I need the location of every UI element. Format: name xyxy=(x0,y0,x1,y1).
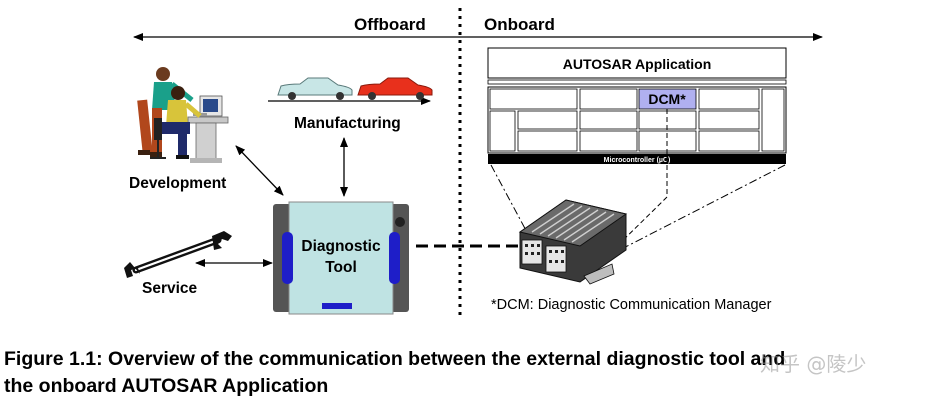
development-label: Development xyxy=(129,175,226,192)
manufacturing-label: Manufacturing xyxy=(294,115,401,132)
caption-line-1: Figure 1.1: Overview of the communicatio… xyxy=(4,348,786,370)
service-label: Service xyxy=(142,280,198,297)
projection-line-left xyxy=(490,164,530,237)
ecu-device-icon xyxy=(518,199,628,285)
dcm-ecu-link-diagonal xyxy=(605,196,668,258)
watermark: 知乎 @陵少 xyxy=(760,352,867,376)
dcm-footnote: *DCM: Diagnostic Communication Manager xyxy=(491,297,772,313)
dcm-label: DCM* xyxy=(648,91,686,107)
car-light-icon xyxy=(277,77,353,100)
diagnostic-tool-label-line1: Diagnostic xyxy=(301,238,381,255)
development-people-icon xyxy=(137,67,229,163)
diagnostic-tool-label-line2: Tool xyxy=(325,259,357,276)
onboard-label: Onboard xyxy=(484,15,555,34)
offboard-label: Offboard xyxy=(354,15,426,34)
caption-line-2: the onboard AUTOSAR Application xyxy=(4,375,329,397)
microcontroller-label: Microcontroller (µC) xyxy=(604,157,671,164)
figure-caption: Figure 1.1: Overview of the communicatio… xyxy=(4,346,928,400)
diagnostic-tool-device xyxy=(273,201,409,315)
development-tool-arrow xyxy=(235,145,284,196)
autosar-application-label: AUTOSAR Application xyxy=(563,56,712,72)
autosar-architecture-stack xyxy=(487,47,787,164)
car-red-icon xyxy=(357,77,433,100)
wrench-icon xyxy=(124,231,232,278)
projection-line-right xyxy=(605,164,786,258)
